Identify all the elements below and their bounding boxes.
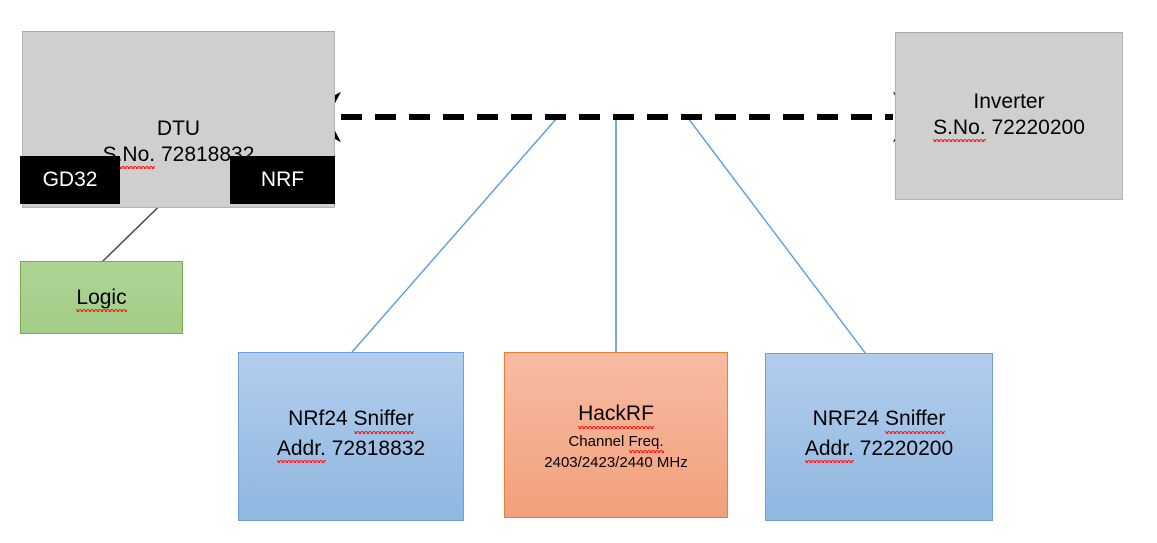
node-logic[interactable]: Logic (20, 261, 183, 334)
dtu-title: DTU (156, 117, 201, 140)
hackrf-frequencies: 2403/2423/2440 MHz (544, 454, 688, 472)
logic-label: Logic (76, 285, 127, 312)
hackrf-title-text: HackRF (578, 402, 654, 429)
sniffer-left-address: Addr. 72818832 (239, 436, 463, 463)
sniffer-left-addr-prefix: Addr. (276, 436, 326, 463)
inverter-serial: S.No. 72220200 (896, 115, 1122, 142)
connector-tap-left (351, 117, 558, 353)
inverter-serial-prefix: S.No. (933, 115, 986, 142)
sniffer-right-addr-prefix: Addr. (804, 436, 854, 463)
sniffer-left-title-word: Sniffer (353, 407, 415, 434)
node-gd32[interactable]: GD32 (20, 156, 120, 204)
node-sniffer-right[interactable]: NRF24 Sniffer Addr. 72220200 (765, 353, 993, 521)
hackrf-title: HackRF (505, 401, 727, 429)
inverter-serial-value: 72220200 (991, 115, 1085, 139)
sniffer-left-addr-value: 72818832 (331, 436, 426, 460)
hackrf-subtitle: Channel Freq. (568, 432, 664, 453)
sniffer-right-title: NRF24 Sniffer (812, 407, 946, 434)
connector-tap-right (687, 117, 867, 355)
sniffer-right-addr-value: 72220200 (859, 436, 954, 460)
node-hackrf[interactable]: HackRF Channel Freq. 2403/2423/2440 MHz (504, 352, 728, 518)
sniffer-right-title-word: Sniffer (885, 407, 946, 434)
node-sniffer-left[interactable]: NRf24 Sniffer Addr. 72818832 (238, 352, 464, 521)
node-nrf[interactable]: NRF (230, 156, 335, 204)
nrf-label: NRF (260, 168, 305, 192)
inverter-title: Inverter (973, 90, 1045, 113)
hackrf-subtitle-word: Freq. (628, 432, 664, 453)
sniffer-left-title: NRf24 Sniffer (288, 407, 415, 434)
gd32-label: GD32 (42, 168, 98, 192)
sniffer-right-address: Addr. 72220200 (766, 436, 992, 463)
node-inverter[interactable]: Inverter S.No. 72220200 (895, 32, 1123, 200)
